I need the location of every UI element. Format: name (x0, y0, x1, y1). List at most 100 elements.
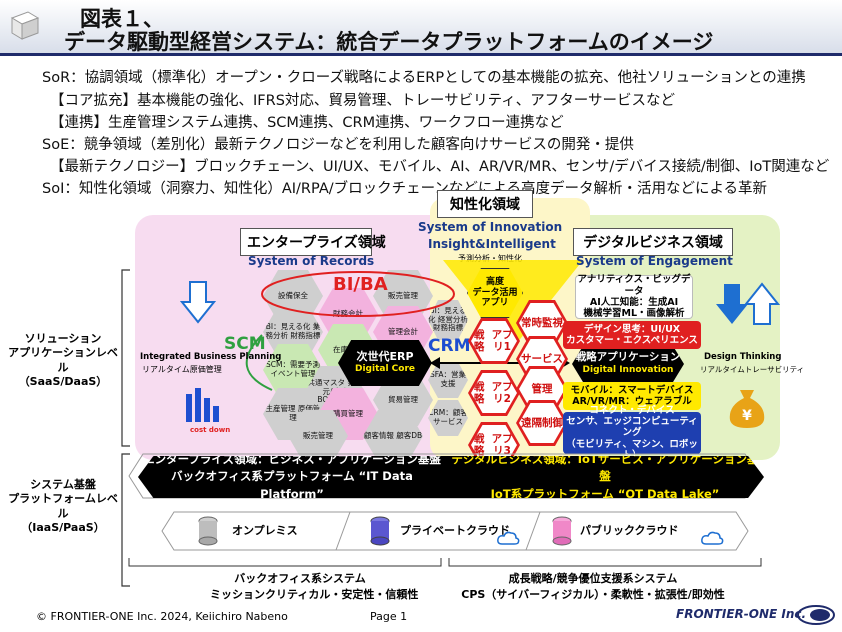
down-arrow-icon (180, 281, 216, 324)
growth-system: 成長戦略/競争優位支援系システム CPS（サイバーフィジカル）・柔軟性・拡張性/… (448, 570, 738, 602)
cloud-row: オンプレミス プライベートクラウド パブリッククラウド (160, 508, 750, 554)
ot-platform-line-1: デジタルビジネス領域：IoTサービス・アプリケーション基盤 (451, 452, 759, 484)
copyright: © FRONTIER-ONE Inc. 2024, Keiichiro Nabe… (36, 610, 288, 623)
page-header: 図表１、 データ駆動型経営システム：統合データプラットフォームのイメージ (0, 0, 842, 56)
advanced-data-label: 高度 (485, 276, 504, 287)
strategy-app-1-label: 戦略アプリ1 (471, 321, 517, 361)
system-level-line: システム基盤 (30, 478, 96, 491)
level-brackets (121, 269, 130, 587)
design-line: カスタマー・エクスペリエンス (566, 335, 698, 346)
strategy-word: 戦略 (473, 328, 485, 353)
page-number: Page 1 (370, 610, 408, 623)
analytics-line: アナリティクス・ビッグデータ (577, 274, 691, 297)
solution-level-line: （SaaS/DaaS） (18, 374, 108, 388)
backoffice-system: バックオフィス系システム ミッションクリティカル・安定性・信頼性 (210, 570, 419, 602)
money-bag-icon: ¥ (729, 390, 765, 428)
analytics-line: 機械学習ML・画像解析 (583, 308, 685, 320)
private-cloud-label: プライベートクラウド (400, 524, 510, 537)
database-icon (552, 516, 572, 546)
strategy-word: 戦略 (473, 380, 485, 405)
bi-ba-label: BI/BA (333, 274, 388, 295)
backoffice-sub: ミッションクリティカル・安定性・信頼性 (210, 588, 419, 601)
intelligence-system-name: System of Innovation (418, 220, 563, 234)
title-line-1: 図表１、 (80, 7, 164, 31)
cost-down-label: cost down (190, 426, 231, 434)
intro-line-core: 【コア拡充】基本機能の強化、IFRS対応、貿易管理、トレーサビリティ、アフターサ… (50, 93, 675, 109)
mobile-bar: モバイル：スマートデバイス AR/VR/MR：ウェアラブル (563, 382, 701, 410)
strategy-app-2-label: 戦略アプリ2 (471, 373, 517, 413)
connect-line: コネクト・デバイス (589, 404, 675, 416)
it-platform-line-2: バックオフィス系プラットフォーム “IT Data Platform” (171, 469, 413, 501)
company-logo-icon (797, 605, 835, 625)
it-platform-line-1: エンタープライズ領域：ビジネス・アプリケーション基盤 (143, 452, 441, 467)
intro-line-link: 【連携】生産管理システム連携、SCM連携、CRM連携、ワークフロー連携など (50, 115, 564, 131)
database-icon (198, 516, 218, 546)
intro-line-sor: SoR：協調領域（標準化）オープン・クローズ戦略によるERPとしての基本機能の拡… (42, 70, 806, 86)
design-thinking-label: Design Thinking (704, 352, 782, 362)
intelligence-sub: 予測分析・知性化 (458, 254, 522, 263)
design-thinking-sub: リアルタイムトレーサビリティ (700, 365, 805, 374)
ibp-sub: リアルタイム原価管理 (142, 365, 222, 374)
cloud-icon (497, 531, 520, 545)
cloud-icon (701, 531, 724, 545)
erp-core-title: 次世代ERP (356, 350, 414, 363)
system-level-label: システム基盤 プラットフォームレベル （IaaS/PaaS） (8, 478, 118, 535)
down-arrow-icon (716, 284, 748, 324)
solution-level-label: ソリューション アプリケーションレベル （SaaS/DaaS） (8, 332, 118, 389)
strategy-word: 戦略 (473, 432, 485, 457)
growth-title: 成長戦略/競争優位支援系システム (508, 572, 678, 585)
analytics-line: AI人工知能：生成AI (589, 297, 679, 308)
enterprise-system-name: System of Records (248, 254, 375, 268)
strategy-app-sub: Digital Innovation (582, 364, 674, 375)
strategy-app-name: アプリ1 (491, 328, 513, 353)
intro-line-soe: SoE：競争領域（差別化）最新テクノロジーなどを利用した顧客向けサービスの開発・… (42, 137, 634, 153)
crm-label: CRM (428, 336, 471, 356)
growth-sub: CPS（サイバーフィジカル）・柔軟性・拡張性/即効性 (461, 588, 725, 601)
design-line: デザイン思考：UI/UX (583, 323, 681, 335)
strategy-app-name: アプリ2 (491, 380, 513, 405)
ot-platform-slab: デジタルビジネス領域：IoTサービス・アプリケーション基盤 IoT系プラットフォ… (446, 456, 764, 498)
it-platform-slab: エンタープライズ領域：ビジネス・アプリケーション基盤 バックオフィス系プラットフ… (138, 456, 446, 498)
scm-curve-arrow (245, 334, 273, 391)
advanced-data-label: アプリ (481, 298, 509, 309)
remote-control-hex: 遠隔制御 (516, 400, 568, 446)
intro-line-tech: 【最新テクノロジー】ブロックチェーン、UI/UX、モバイル、AI、AR/VR/M… (50, 159, 830, 175)
digital-system-name: System of Engagement (576, 254, 733, 268)
connect-line: （モビリティ、マシン、ロボット） (566, 438, 698, 462)
bi-ba-ellipse (261, 271, 455, 317)
up-arrow-icon (744, 282, 780, 325)
erp-core-hex: 次世代ERP Digital Core (338, 340, 432, 386)
solution-level-line: ソリューション (24, 332, 102, 345)
intelligence-title: 知性化領域 (437, 190, 533, 218)
strategy-app-title: 戦略アプリケーション (575, 351, 681, 364)
scm-label: SCM (224, 334, 266, 354)
svg-text:¥: ¥ (742, 408, 752, 424)
connect-line: センサ、エッジコンピューティング (566, 415, 698, 439)
erp-core-sub: Digital Core (354, 364, 415, 375)
cloud-row-outline (161, 511, 749, 551)
design-bar: デザイン思考：UI/UX カスタマー・エクスペリエンス (563, 321, 701, 349)
digital-title: デジタルビジネス領域 (573, 228, 733, 256)
platform-outline (128, 453, 760, 499)
mobile-line: AR/VR/MR：ウェアラブル (572, 396, 692, 407)
company-logo-text: FRONTIER-ONE Inc. (676, 607, 807, 621)
analytics-bar: アナリティクス・ビッグデータ AI人工知能：生成AI 機械学習ML・画像解析 (575, 274, 693, 320)
remote-control-label: 遠隔制御 (519, 403, 565, 443)
solution-level-line: アプリケーションレベル (8, 346, 118, 374)
mobile-line: モバイル：スマートデバイス (570, 384, 694, 396)
on-premise-label: オンプレミス (232, 524, 298, 537)
enterprise-title: エンタープライズ領域 (240, 228, 386, 256)
database-icon (370, 516, 390, 546)
backoffice-title: バックオフィス系システム (234, 572, 366, 585)
system-level-line: （IaaS/PaaS） (21, 520, 105, 534)
ot-platform-line-2: IoT系プラットフォーム “OT Data Lake” (490, 486, 720, 501)
connect-bar: コネクト・デバイス センサ、エッジコンピューティング （モビリティ、マシン、ロボ… (563, 405, 701, 461)
advanced-data-label: データ活用 (472, 287, 518, 298)
strategy-app-hex: 戦略アプリケーション Digital Innovation (572, 342, 684, 386)
intelligence-system-name-2: Insight&Intelligent (428, 237, 556, 251)
ibp-label: Integrated Business Planning (140, 352, 282, 362)
bar-chart-icon (186, 388, 219, 422)
system-level-line: プラットフォームレベル (8, 492, 118, 520)
title-line-2: データ駆動型経営システム：統合データプラットフォームのイメージ (64, 30, 714, 54)
intro-line-soi: SoI：知性化領域（洞察力、知性化）AI/RPA/ブロックチェーンなどによる高度… (42, 181, 768, 197)
